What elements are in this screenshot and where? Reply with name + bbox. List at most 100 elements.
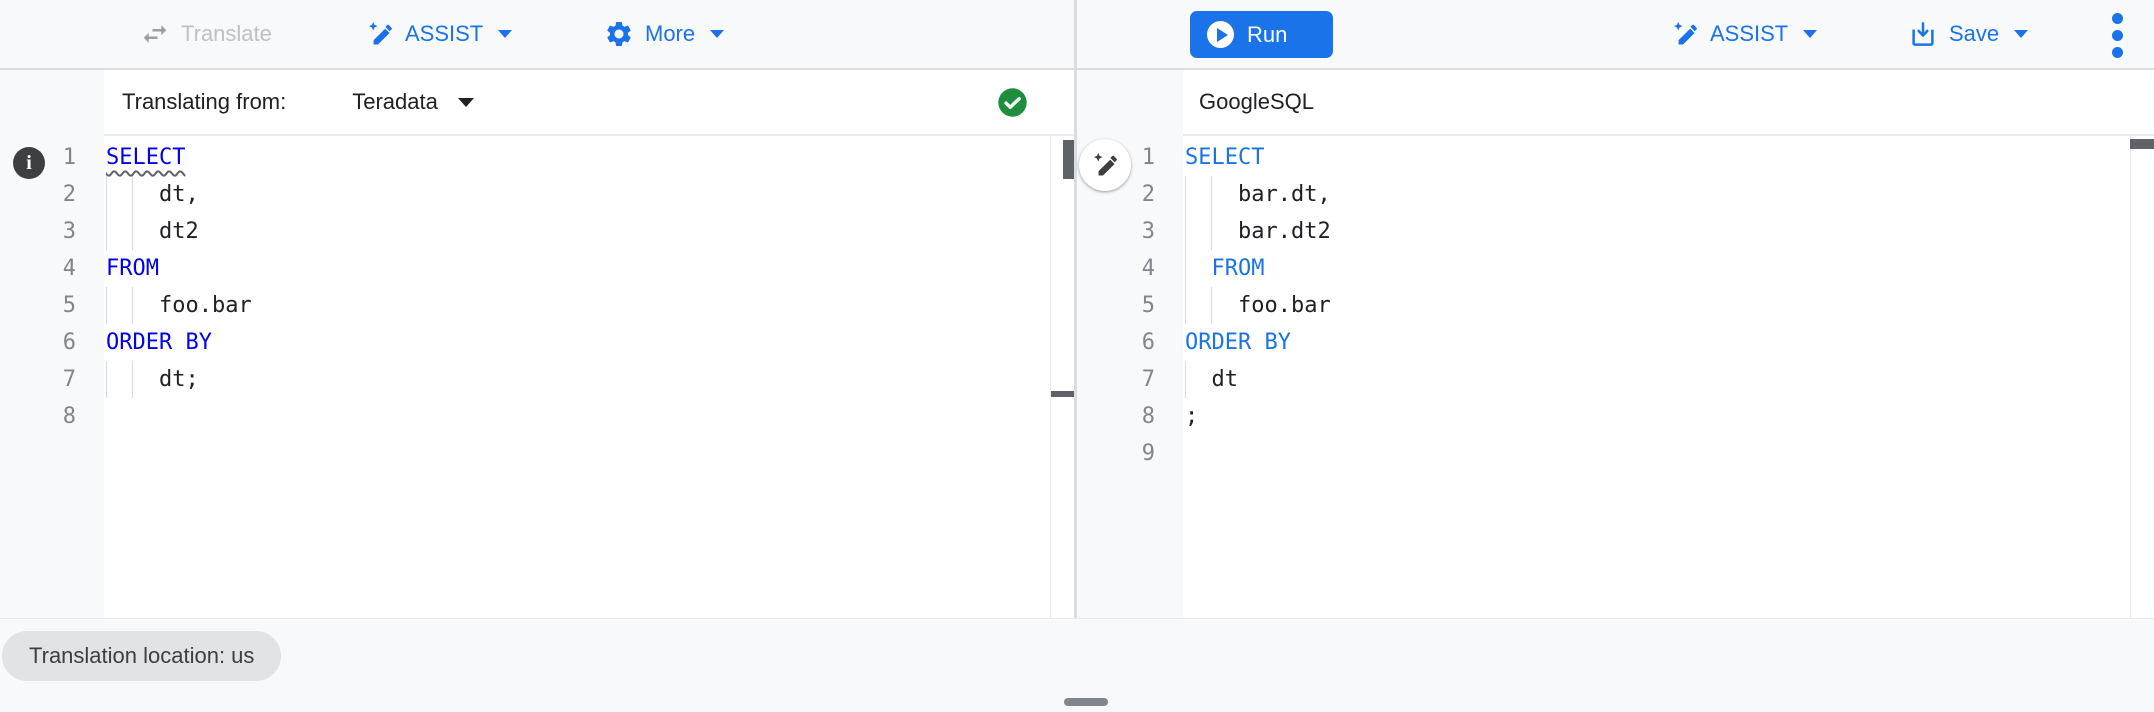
right-overview-ruler <box>2130 136 2131 618</box>
more-label: More <box>645 21 696 46</box>
left-line-number: 7 <box>62 367 76 392</box>
sql-text: dt2 <box>106 219 199 244</box>
swap-arrows-icon <box>140 19 170 49</box>
left-line-number: 8 <box>62 404 76 429</box>
indent-guide <box>1185 213 1186 250</box>
sql-text: foo.bar <box>1185 293 1331 318</box>
info-icon[interactable]: i <box>13 147 45 179</box>
sql-text: foo.bar <box>106 293 252 318</box>
left-line-number: 2 <box>62 182 76 207</box>
more-button[interactable]: More <box>604 0 725 68</box>
left-line-number: 1 <box>62 145 76 170</box>
indent-guide <box>1185 287 1186 324</box>
googlesql-label: GoogleSQL <box>1199 89 1314 114</box>
right-code-line[interactable]: ORDER BY <box>1183 324 2128 361</box>
indent-guide <box>106 176 107 213</box>
sql-text: bar.dt, <box>1185 182 1331 207</box>
indent-guide <box>1185 176 1186 213</box>
sql-keyword: FROM <box>106 256 159 281</box>
sql-text: dt, <box>106 182 199 207</box>
right-line-number: 2 <box>1141 182 1155 207</box>
save-label: Save <box>1949 21 2000 46</box>
dialect-value: Teradata <box>352 89 438 114</box>
chevron-down-icon <box>1803 30 1818 38</box>
indent-guide <box>132 176 134 213</box>
left-code-line[interactable]: dt2 <box>104 213 1048 250</box>
panel-resize-handle[interactable] <box>1064 698 1108 706</box>
magic-pen-icon <box>366 20 394 48</box>
source-pane-header: Translating from: Teradata <box>104 70 1074 136</box>
left-code-line[interactable] <box>104 398 1048 435</box>
source-dialect-dropdown[interactable]: Teradata <box>352 89 474 115</box>
sql-text: dt; <box>106 367 199 392</box>
indent-guide <box>132 287 134 324</box>
bottom-status-bar: Translation location: us <box>0 618 2154 712</box>
right-code-line[interactable]: bar.dt, <box>1183 176 2128 213</box>
indent-guide <box>132 213 134 250</box>
right-code-line[interactable]: FROM <box>1183 250 2128 287</box>
right-code-line[interactable] <box>1183 435 2128 472</box>
assist-label: ASSIST <box>1710 21 1789 46</box>
left-vertical-scrollbar-thumb[interactable] <box>1063 140 1075 179</box>
chevron-down-icon <box>2014 30 2029 38</box>
assist-fab-button[interactable] <box>1079 139 1131 191</box>
top-toolbar: Translate ASSIST More Run <box>0 0 2154 70</box>
indent-guide <box>132 361 134 398</box>
left-line-number: 3 <box>62 219 76 244</box>
right-line-number: 4 <box>1141 256 1155 281</box>
save-button[interactable]: Save <box>1908 0 2029 68</box>
assist-button-right[interactable]: ASSIST <box>1671 0 1818 68</box>
left-code-line[interactable]: foo.bar <box>104 287 1048 324</box>
chevron-down-icon <box>710 30 725 38</box>
right-line-number: 1 <box>1141 145 1155 170</box>
sql-keyword: FROM <box>1211 256 1265 281</box>
left-horizontal-scrollbar-thumb[interactable] <box>1051 391 1077 397</box>
left-code-line[interactable]: dt; <box>104 361 1048 398</box>
sql-text: dt <box>1185 367 1238 392</box>
kebab-menu-icon[interactable] <box>2100 6 2134 64</box>
right-line-number: 5 <box>1141 293 1155 318</box>
indent-guide <box>1211 213 1213 250</box>
magic-pen-icon <box>1671 20 1699 48</box>
save-icon <box>1908 19 1938 49</box>
right-code-line[interactable]: bar.dt2 <box>1183 213 2128 250</box>
right-scrollbar-thumb[interactable] <box>2130 139 2154 149</box>
location-chip-label: Translation location: us <box>29 643 255 668</box>
left-overview-ruler <box>1050 136 1051 618</box>
right-code-line[interactable]: dt <box>1183 361 2128 398</box>
run-label: Run <box>1247 21 1288 47</box>
translating-from-label: Translating from: <box>122 89 287 114</box>
right-code-line[interactable]: foo.bar <box>1183 287 2128 324</box>
left-code-line[interactable]: SELECT <box>104 139 1048 176</box>
indent-guide <box>1185 361 1186 398</box>
play-icon <box>1207 21 1234 48</box>
sql-text: ; <box>1185 404 1199 429</box>
indent-guide <box>106 287 107 324</box>
indent-guide <box>1211 176 1213 213</box>
run-button[interactable]: Run <box>1190 11 1333 58</box>
translate-button[interactable]: Translate <box>140 0 272 68</box>
assist-label: ASSIST <box>405 21 484 46</box>
right-line-number: 7 <box>1141 367 1155 392</box>
indent-guide <box>1185 250 1186 287</box>
chevron-down-icon <box>457 97 474 107</box>
left-code-line[interactable]: dt, <box>104 176 1048 213</box>
left-code-line[interactable]: ORDER BY <box>104 324 1048 361</box>
right-line-number: 8 <box>1141 404 1155 429</box>
translate-label: Translate <box>181 21 272 46</box>
sql-keyword: ORDER BY <box>1185 330 1291 355</box>
right-code-line[interactable]: SELECT <box>1183 139 2128 176</box>
target-pane-header: GoogleSQL <box>1183 70 2154 136</box>
pane-divider[interactable] <box>1074 0 1077 618</box>
sql-text <box>1185 256 1212 281</box>
left-code-line[interactable]: FROM <box>104 250 1048 287</box>
assist-button-left[interactable]: ASSIST <box>366 0 513 68</box>
gear-icon <box>604 19 634 49</box>
green-check-icon <box>997 87 1028 118</box>
right-code-line[interactable]: ; <box>1183 398 2128 435</box>
